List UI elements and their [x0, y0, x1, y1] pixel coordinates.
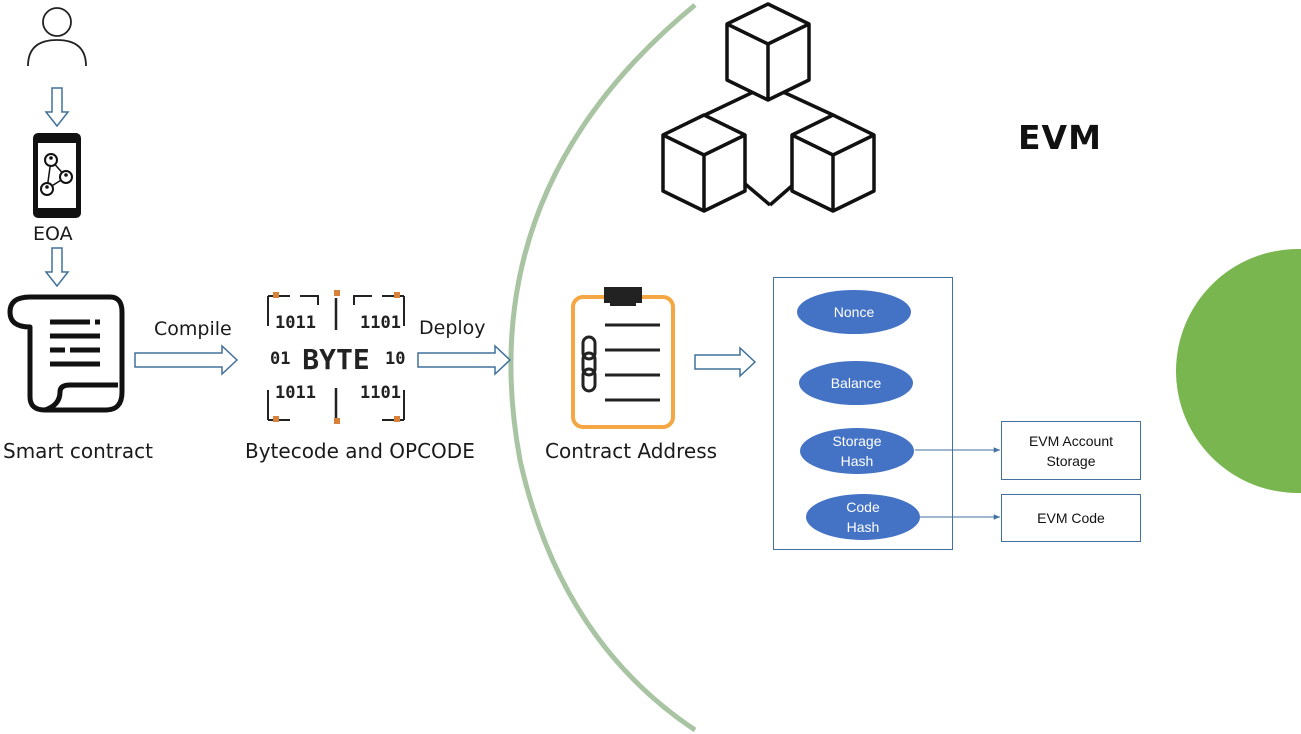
phone-icon — [33, 133, 81, 218]
code-hash-label: Code Hash — [846, 499, 880, 535]
evm-boundary-arc — [508, 3, 697, 733]
evm-code-box: EVM Code — [1001, 494, 1141, 542]
code-hash-oval: Code Hash — [806, 494, 920, 540]
byte-chip-dots — [273, 290, 400, 424]
storage-hash-label: Storage Hash — [832, 433, 882, 469]
svg-text:1011: 1011 — [275, 383, 316, 403]
balance-oval: Balance — [799, 361, 913, 405]
evm-title: EVM — [1018, 118, 1102, 157]
svg-text:10: 10 — [385, 349, 405, 369]
account-arrow-icon — [694, 346, 757, 378]
scroll-icon — [7, 294, 125, 413]
smart-contract-label: Smart contract — [3, 439, 153, 463]
evm-account-storage-label: EVM Account Storage — [1028, 432, 1114, 469]
evm-account-storage-box: EVM Account Storage — [1001, 421, 1141, 480]
account-state-box — [773, 277, 953, 550]
blockchain-cubes-icon — [661, 2, 876, 213]
deploy-label: Deploy — [419, 317, 486, 339]
down-arrow-icon-2 — [44, 247, 70, 288]
eoa-label: EOA — [33, 223, 73, 245]
binary-digits: 1011 1101 1011 1101 01 10 — [270, 313, 405, 403]
svg-text:01: 01 — [270, 349, 290, 369]
green-circle — [1176, 249, 1301, 493]
bytecode-label: Bytecode and OPCODE — [245, 439, 475, 463]
compile-arrow-icon — [134, 344, 239, 376]
svg-text:1101: 1101 — [360, 313, 401, 333]
contract-address-label: Contract Address — [545, 439, 718, 463]
compile-label: Compile — [154, 318, 232, 340]
deploy-arrow-icon — [417, 344, 512, 376]
clipboard-icon — [571, 287, 675, 429]
nonce-label: Nonce — [833, 304, 875, 320]
svg-text:1011: 1011 — [275, 313, 316, 333]
person-icon — [27, 7, 87, 67]
evm-code-label: EVM Code — [1037, 510, 1105, 526]
storage-hash-oval: Storage Hash — [800, 428, 914, 474]
svg-text:1101: 1101 — [360, 383, 401, 403]
nonce-oval: Nonce — [797, 290, 911, 334]
byte-icon-text: BYTE — [302, 343, 369, 376]
down-arrow-icon-1 — [44, 87, 70, 128]
balance-label: Balance — [830, 375, 882, 391]
